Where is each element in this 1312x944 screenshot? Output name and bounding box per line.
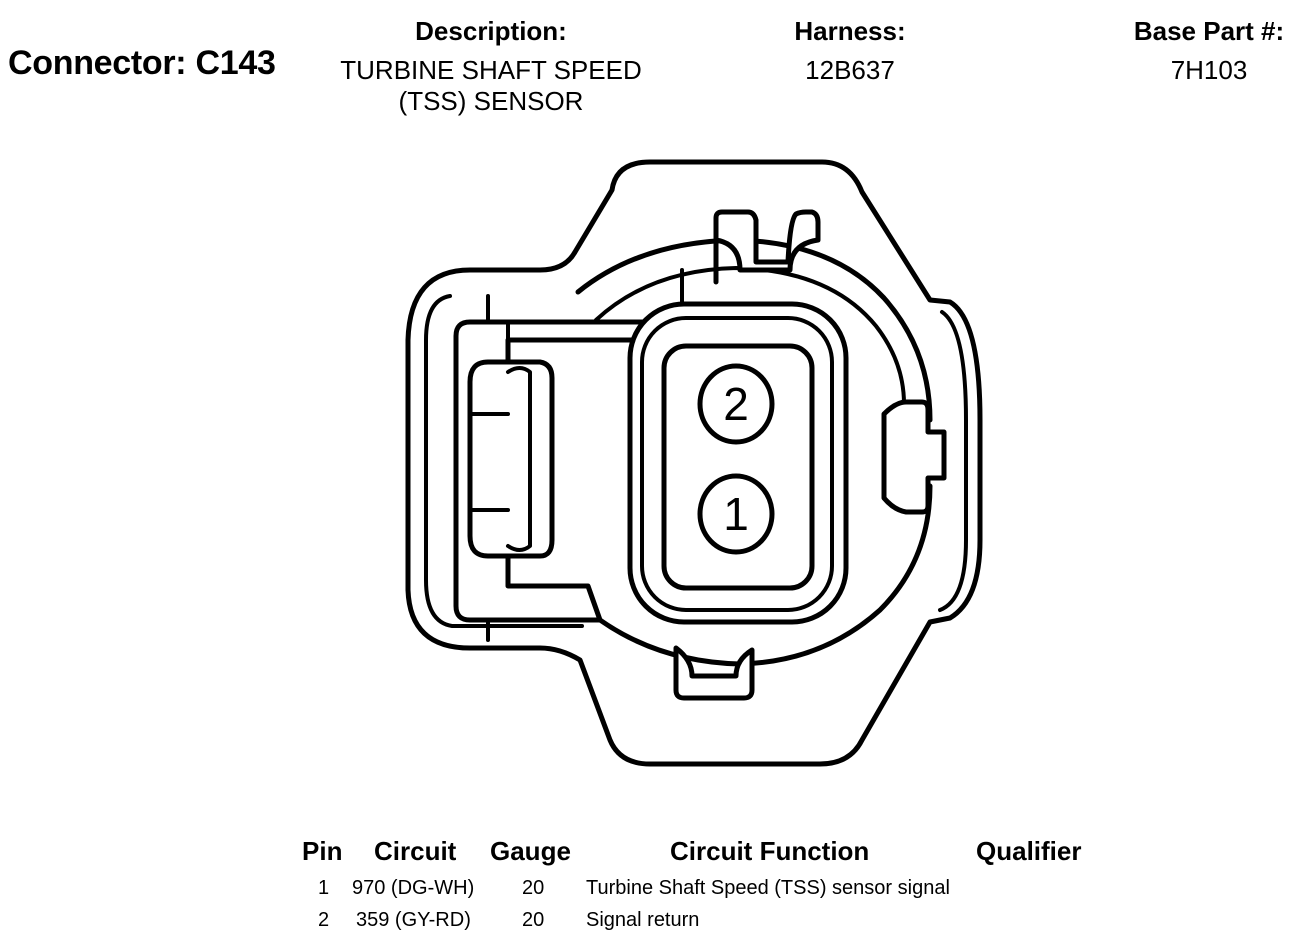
harness-value: 12B637 <box>805 55 895 85</box>
row-1-circuit: 970 (DG-WH) <box>352 877 475 899</box>
row-1-function: Turbine Shaft Speed (TSS) sensor signal <box>586 877 950 899</box>
row-2-circuit: 359 (GY-RD) <box>356 909 471 931</box>
terminal-cavity-outer <box>627 301 849 625</box>
housing-inner-contour <box>424 294 584 628</box>
bottom-latch-key <box>673 645 755 701</box>
description-line-2: (TSS) SENSOR <box>398 86 584 116</box>
description-line-1: TURBINE SHAFT SPEED <box>340 55 642 85</box>
pin-1-label: 1 <box>723 488 749 540</box>
description-block: Description: TURBINE SHAFT SPEED (TSS) S… <box>320 16 662 117</box>
terminal-cavity-middle <box>640 316 834 612</box>
col-header-circuit-function: Circuit Function <box>670 836 870 866</box>
collar-inner-arc <box>594 266 906 406</box>
top-latch-key <box>713 209 821 285</box>
harness-label: Harness: <box>794 16 906 46</box>
outer-housing-shell <box>405 159 983 767</box>
description-label: Description: <box>415 16 567 46</box>
latch-rib-inner <box>506 366 532 552</box>
pin-1-circle <box>697 473 775 555</box>
base-part-block: Base Part #: 7H103 <box>1118 16 1300 86</box>
base-part-value: 7H103 <box>1170 55 1248 85</box>
pin-2-label: 2 <box>723 378 749 430</box>
col-header-pin: Pin <box>302 836 343 866</box>
pin-2-circle <box>697 363 775 445</box>
harness-block: Harness: 12B637 <box>772 16 928 86</box>
terminal-cavity-inner <box>661 343 815 591</box>
connector-title: Connector: C143 <box>8 44 276 82</box>
row-1-gauge: 20 <box>522 877 545 899</box>
housing-side-tab <box>938 310 968 612</box>
base-part-label: Base Part #: <box>1133 16 1285 46</box>
latch-rib-outer <box>467 359 555 559</box>
row-2-pin: 2 <box>318 909 330 931</box>
col-header-qualifier: Qualifier <box>976 836 1082 866</box>
right-side-key <box>881 399 947 515</box>
row-1-pin: 1 <box>318 877 330 899</box>
collar-lower-arc <box>597 483 933 667</box>
row-2-function: Signal return <box>586 909 700 931</box>
col-header-circuit: Circuit <box>374 836 457 866</box>
collar-outer-arc <box>575 237 933 423</box>
row-2-gauge: 20 <box>522 909 545 931</box>
col-header-gauge: Gauge <box>490 836 571 866</box>
